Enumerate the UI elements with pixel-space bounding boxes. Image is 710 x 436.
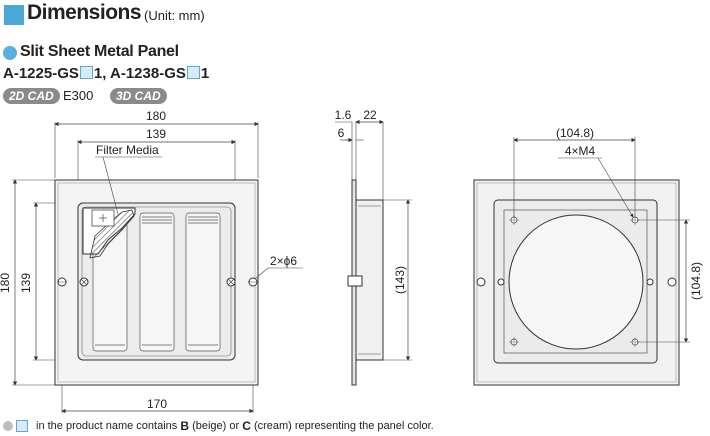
bullet-icon (3, 421, 13, 431)
unit-label: (Unit: mm) (144, 8, 205, 23)
product-codes: A-1225-GS 1, A-1238-GS 1 (3, 65, 209, 82)
back-dim-pitch-v: (104.8) (689, 262, 703, 300)
cad-2d-button[interactable]: 2D CAD (3, 88, 60, 104)
product-code-1-prefix: A-1225-GS (3, 65, 79, 82)
side-dim-depth: 22 (363, 108, 377, 122)
filter-media-label: Filter Media (96, 143, 159, 157)
back-hole-label: 4×M4 (565, 144, 596, 158)
dim-height-inner: 139 (19, 273, 33, 293)
cad-code: E300 (63, 88, 94, 103)
color-placeholder-icon (79, 66, 93, 79)
product-code-2-prefix: A-1238-GS (110, 65, 186, 82)
back-dim-pitch-h: (104.8) (556, 126, 594, 140)
front-view (12, 121, 303, 414)
side-dim-flange: 6 (338, 126, 345, 140)
dim-width-outer: 180 (146, 109, 166, 123)
footnote: in the product name contains B (beige) o… (3, 419, 434, 433)
color-placeholder-icon (16, 420, 28, 432)
side-view (335, 119, 412, 386)
footnote-c-desc: (cream) representing the panel color. (253, 420, 434, 432)
side-dim-height: (143) (393, 266, 407, 294)
dim-height-outer: 180 (0, 273, 12, 293)
side-dim-total: 1.6 (335, 108, 352, 122)
footnote-b-code: B (180, 419, 189, 433)
section-title: Slit Sheet Metal Panel (20, 43, 179, 60)
product-code-2-suffix: 1 (200, 65, 210, 82)
cad-3d-button[interactable]: 3D CAD (110, 88, 167, 104)
bullet-icon (3, 46, 17, 60)
product-separator: , (102, 65, 107, 82)
back-view (473, 137, 690, 386)
hole-label: 2×ϕ6 (270, 254, 297, 268)
header-square-icon (4, 5, 24, 25)
page-title: Dimensions (27, 1, 142, 24)
dim-width-inner: 139 (146, 127, 166, 141)
dim-hole-pitch: 170 (147, 397, 167, 411)
footnote-c-code: C (242, 419, 251, 433)
product-code-1-suffix: 1 (93, 65, 103, 82)
color-placeholder-icon (186, 66, 200, 79)
footnote-b-desc: (beige) or (192, 420, 240, 432)
footnote-text-before: in the product name contains (36, 420, 178, 432)
